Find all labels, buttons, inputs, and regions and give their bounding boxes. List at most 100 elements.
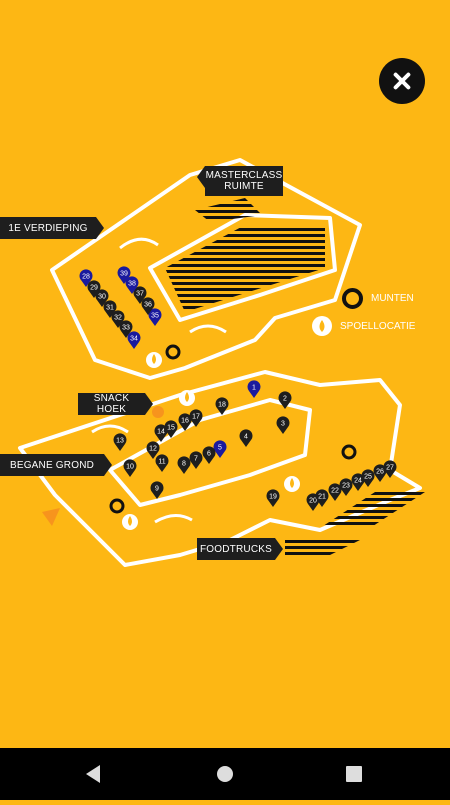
stand-pin-number: 18 [218,402,226,409]
map-pin-icon [189,409,203,427]
recents-button[interactable] [325,748,385,800]
map-pin-icon [87,280,101,298]
stand-pin-number: 21 [318,494,326,501]
first-floor-label-text: 1E VERDIEPING [8,222,88,234]
close-button[interactable] [379,58,425,104]
coin-icon [165,344,181,360]
back-button[interactable] [64,748,124,800]
stand-pin[interactable]: 27 [383,460,397,478]
stand-pin[interactable]: 8 [177,456,191,474]
map-pin-icon [178,413,192,431]
map-pin-icon [141,297,155,315]
stand-pin[interactable]: 10 [123,459,137,477]
stand-pin[interactable]: 21 [315,489,329,507]
map-pin-icon [119,320,133,338]
stand-pin[interactable]: 1 [247,380,261,398]
map-pin-icon [315,489,329,507]
stand-pin[interactable]: 16 [178,413,192,431]
stand-pin[interactable]: 26 [373,464,387,482]
snack-corner-marker [152,406,164,418]
stand-pin[interactable]: 31 [103,300,117,318]
map-pin-icon [213,440,227,458]
stand-pin[interactable]: 34 [127,331,141,349]
stand-pin[interactable]: 17 [189,409,203,427]
stand-pin-number: 38 [128,281,136,288]
home-icon [217,766,233,782]
ground-floor-label: BEGANE GROND [0,454,112,476]
snack-corner-label-text: SNACK HOEK [93,393,130,415]
recents-icon [346,766,362,782]
stand-pin[interactable]: 25 [361,469,375,487]
masterclass-label: MASTERCLASS RUIMTE [197,166,283,196]
map-pin-icon [189,451,203,469]
stand-pin-number: 26 [376,469,384,476]
stand-pin[interactable]: 13 [113,433,127,451]
stand-pin[interactable]: 9 [150,481,164,499]
stand-pin[interactable]: 33 [119,320,133,338]
legend-game-location: SPOELLOCATIE [312,316,415,336]
stand-pin-number: 23 [342,483,350,490]
stand-pin[interactable]: 4 [239,429,253,447]
snack-corner-label: SNACK HOEK [78,393,153,415]
drop-icon [122,514,138,530]
stand-pin[interactable]: 29 [87,280,101,298]
stand-pin[interactable]: 28 [79,269,93,287]
arc-decorations [91,237,227,524]
stand-pin[interactable]: 5 [213,440,227,458]
stand-pin-number: 27 [386,465,394,472]
stand-pin[interactable]: 24 [351,473,365,491]
drop-icon [179,390,195,406]
stand-pin-number: 5 [218,445,222,452]
stand-pin-number: 14 [157,429,165,436]
stand-pin[interactable]: 22 [328,483,342,501]
stand-pin[interactable]: 19 [266,489,280,507]
stand-pin[interactable]: 37 [133,286,147,304]
stand-pin[interactable]: 6 [202,446,216,464]
stand-pin[interactable]: 32 [111,310,125,328]
stand-pin[interactable]: 3 [276,416,290,434]
stand-pins: 1234567891011121314151617181920212223242… [79,266,397,511]
android-navigation-bar [0,748,450,800]
map-pin-icon [146,441,160,459]
stand-pin-number: 35 [151,313,159,320]
map-pin-icon [125,276,139,294]
stand-pin[interactable]: 35 [148,308,162,326]
stand-pin-number: 2 [283,396,287,403]
stand-pin-number: 39 [120,271,128,278]
stand-pin[interactable]: 39 [117,266,131,284]
stand-pin-number: 10 [126,464,134,471]
stand-pin-number: 4 [244,434,248,441]
stand-pin-number: 17 [192,414,200,421]
stand-pin-number: 8 [182,461,186,468]
home-button[interactable] [195,748,255,800]
stand-pin-number: 36 [144,302,152,309]
map-pin-icon [339,478,353,496]
stand-pin-number: 24 [354,478,362,485]
stand-pin[interactable]: 23 [339,478,353,496]
stand-pin[interactable]: 38 [125,276,139,294]
stand-pin[interactable]: 11 [155,454,169,472]
stand-pin[interactable]: 2 [278,391,292,409]
stand-pin[interactable]: 15 [164,420,178,438]
stand-pin-number: 13 [116,438,124,445]
map-pin-icon [133,286,147,304]
stand-pin[interactable]: 18 [215,397,229,415]
stand-pin[interactable]: 36 [141,297,155,315]
map-pin-icon [239,429,253,447]
legend-coins: MUNTEN [342,288,414,309]
stand-pin-number: 32 [114,315,122,322]
stand-pin[interactable]: 7 [189,451,203,469]
masterclass-label-text: MASTERCLASS RUIMTE [205,170,283,192]
stand-pin-number: 19 [269,494,277,501]
map-pin-icon [79,269,93,287]
foodtrucks-label-text: FOODTRUCKS [200,543,272,555]
stand-pin[interactable]: 14 [154,424,168,442]
stand-pin[interactable]: 12 [146,441,160,459]
stand-pin-number: 7 [194,456,198,463]
coin-icon [109,498,125,514]
stand-pin-number: 37 [136,291,144,298]
legend-game-location-text: SPOELLOCATIE [340,320,416,332]
foodtrucks-label: FOODTRUCKS [197,538,283,560]
stand-pin[interactable]: 30 [95,289,109,307]
map-pin-icon [266,489,280,507]
